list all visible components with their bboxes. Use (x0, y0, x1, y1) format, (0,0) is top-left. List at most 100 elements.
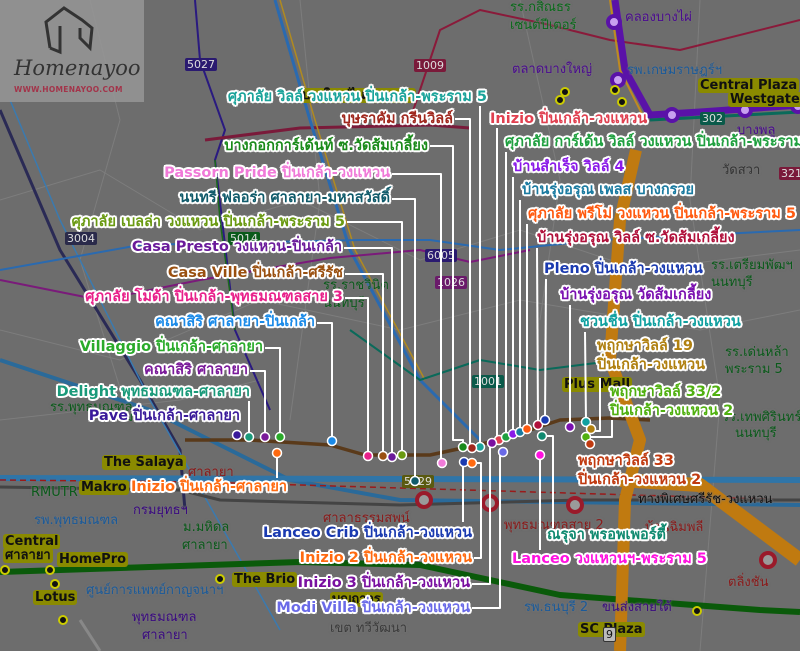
project-label[interactable]: ศุภาลัย เบลล่า วงแหวน ปิ่นเกล้า-พระราม 5 (72, 213, 345, 232)
leader-line (345, 297, 369, 456)
project-location-marker (521, 423, 533, 435)
leader-line (345, 273, 384, 456)
minor-road (0, 299, 800, 361)
project-label[interactable]: Villaggio ปิ่นเกล้า-ศาลายา (80, 338, 263, 357)
project-name: คณาสิริ ศาลายา (144, 362, 248, 378)
project-name: ศุภาลัย เบลล่า วงแหวน ปิ่นเกล้า-พระราม 5 (71, 214, 345, 230)
map-place-label: เซนต์ปีเตอร์ (510, 18, 577, 33)
project-location-marker (436, 457, 448, 469)
project-location-marker (396, 449, 408, 461)
poi-marker-icon (215, 574, 225, 584)
map-place-label: วัดสวา (722, 163, 761, 178)
project-label[interactable]: Casa Presto วงแหวน-ปิ่นเกล้า (132, 238, 342, 257)
poi-marker-icon (560, 87, 570, 97)
project-label[interactable]: บางกอกการ์เด้นท์ ซ.วัดส้มเกลี้ยง (224, 137, 428, 156)
project-label[interactable]: Lanceo Crib ปิ่นเกล้า-วงแหวน (263, 524, 472, 543)
project-label[interactable]: บุษราคัม กรีนวิลล์ (342, 110, 453, 129)
map-place-label: ศาลายา (182, 538, 228, 553)
project-location-marker (274, 431, 286, 443)
project-name-line2: ปิ่นเกล้า-วงแหวน 2 (578, 472, 702, 488)
project-name: Casa Presto วงแหวน-ปิ่นเกล้า (131, 239, 342, 255)
project-name: ศุภาลัย พรีโม่ วงแหวน ปิ่นเกล้า-พระราม 5 (528, 206, 796, 222)
project-location-marker (466, 442, 478, 454)
project-location-marker (409, 475, 421, 487)
project-label[interactable]: Pave ปิ่นเกล้า-ศาลายา (89, 407, 240, 426)
route-shield: 5014 (228, 232, 260, 245)
map-place-label: รร.ราชวินิต (323, 278, 389, 293)
map-place-label: ศาลาธรรมสพน์ (323, 511, 410, 526)
project-location-marker (457, 441, 469, 453)
poi-marker-icon (58, 615, 68, 625)
project-name: ณรุจา พรอพเพอร์ตี้ (547, 527, 666, 543)
project-label[interactable]: ชวนชื่น ปิ่นเกล้า-วงแหวน (580, 313, 741, 332)
project-name: Modi Villa ปิ่นเกล้า-วงแหวน (276, 600, 470, 616)
project-location-marker (362, 450, 374, 462)
poi-label: Lotus (33, 590, 78, 605)
project-label[interactable]: ณรุจา พรอพเพอร์ตี้ (547, 526, 666, 545)
project-label[interactable]: ศุภาลัย พรีโม่ วงแหวน ปิ่นเกล้า-พระราม 5 (528, 205, 796, 224)
project-label[interactable]: บ้านรุ่งอรุณ วิลล์ ซ.วัดส้มเกลี้ยง (537, 229, 735, 248)
road-ring-lane (279, 0, 426, 381)
minor-road (0, 379, 261, 421)
project-name: Pave ปิ่นเกล้า-ศาลายา (88, 408, 240, 424)
project-label[interactable]: Passorn Pride ปิ่นเกล้า-วงแหวน (164, 164, 390, 183)
project-name: ชวนชื่น ปิ่นเกล้า-วงแหวน (580, 314, 741, 330)
leader-line (584, 331, 587, 423)
project-label[interactable]: ศุภาลัย วิลล์ วงแหวน ปิ่นเกล้า-พระราม 5 (228, 88, 487, 107)
project-name: บ้านรุ่งอรุณ วิลล์ ซ.วัดส้มเกลี้ยง (537, 230, 735, 246)
leader-line (472, 462, 482, 559)
project-label[interactable]: บ้านสำเร็จ วิลล์ 4 (513, 158, 625, 177)
project-name: Inizio ปิ่นเกล้า-ศาลายา (130, 479, 287, 495)
project-label[interactable]: ศุภาลัย โมด้า ปิ่นเกล้า-พุทธมณฑลสาย 3 (85, 288, 343, 307)
project-label[interactable]: Inizio 2 ปิ่นเกล้า-วงแหวน (300, 549, 472, 568)
poi-marker-icon (50, 579, 60, 589)
project-name: พฤกษาวิลล์ 33 (578, 453, 674, 469)
leader-line (265, 347, 281, 437)
project-label[interactable]: Casa Ville ปิ่นเกล้า-ศรีรัช (168, 264, 343, 283)
project-location-marker (584, 438, 596, 450)
leader-line (542, 435, 554, 528)
road-5027 (194, 0, 271, 411)
project-name: Pleno ปิ่นเกล้า-วงแหวน (544, 261, 703, 277)
route-shield: 3004 (65, 232, 97, 245)
road-1009 (409, 9, 800, 121)
project-name: คณาสิริ ศาลายา-ปิ่นเกล้า (155, 314, 315, 330)
project-label[interactable]: บ้านรุ่งอรุณ เพลส บางกรวย (522, 181, 694, 200)
map-place-label: ตลาดบางใหญ่ (512, 62, 593, 77)
road-main-north (204, 123, 471, 142)
route-shield: 1009 (414, 59, 446, 72)
project-name-line2: ปิ่นเกล้า-วงแหวน 2 (610, 403, 734, 419)
project-name: พฤกษาวิลล์ 19 (597, 338, 693, 354)
poi-label: ศาลายา (3, 548, 53, 563)
srt-station-icon (759, 551, 777, 569)
project-location-marker (497, 446, 509, 458)
project-label[interactable]: Inizio 3 ปิ่นเกล้า-วงแหวน (298, 574, 470, 593)
project-label[interactable]: Inizio ปิ่นเกล้า-วงแหวน (490, 110, 647, 129)
project-label[interactable]: นนทรี ฟลอร่า ศาลายา-มหาสวัสดิ์ (179, 189, 390, 208)
soi-road (185, 416, 651, 457)
project-location-marker (271, 447, 283, 459)
project-label[interactable]: คณาสิริ ศาลายา-ปิ่นเกล้า (155, 313, 315, 332)
road-4006 (0, 485, 800, 507)
project-label[interactable]: บ้านรุ่งอรุณ วัดส้มเกลี้ยง (560, 286, 711, 305)
map-place-label: กรมยุทธฯ (133, 503, 188, 518)
map-place-label: รร.กสิณธร (510, 0, 571, 15)
project-label[interactable]: ศุภาลัย การ์เด้น วิลล์ วงแหวน ปิ่นเกล้า-… (505, 133, 800, 152)
project-name: Passorn Pride ปิ่นเกล้า-วงแหวน (164, 165, 390, 181)
project-label[interactable]: Modi Villa ปิ่นเกล้า-วงแหวน (276, 599, 470, 618)
leader-line (455, 118, 473, 449)
project-label[interactable]: Delight พุทธมณฑล-ศาลายา (57, 383, 250, 402)
project-label[interactable]: Lanceo วงแหวนฯ-พระราม 5 (512, 550, 707, 569)
project-label[interactable]: Pleno ปิ่นเกล้า-วงแหวน (544, 260, 703, 279)
map-place-label: คลองบางไผ่ (625, 10, 692, 25)
project-label[interactable]: พฤกษาวิลล์ 33 ปิ่นเกล้า-วงแหวน 2 (578, 452, 701, 490)
leader-line (536, 247, 539, 426)
project-name: ศุภาลัย วิลล์ วงแหวน ปิ่นเกล้า-พระราม 5 (227, 89, 487, 105)
project-label[interactable]: Inizio ปิ่นเกล้า-ศาลายา (131, 478, 287, 497)
minor-road (689, 0, 721, 651)
route-shield: 5027 (185, 58, 217, 71)
project-label[interactable]: คณาสิริ ศาลายา (144, 361, 248, 380)
